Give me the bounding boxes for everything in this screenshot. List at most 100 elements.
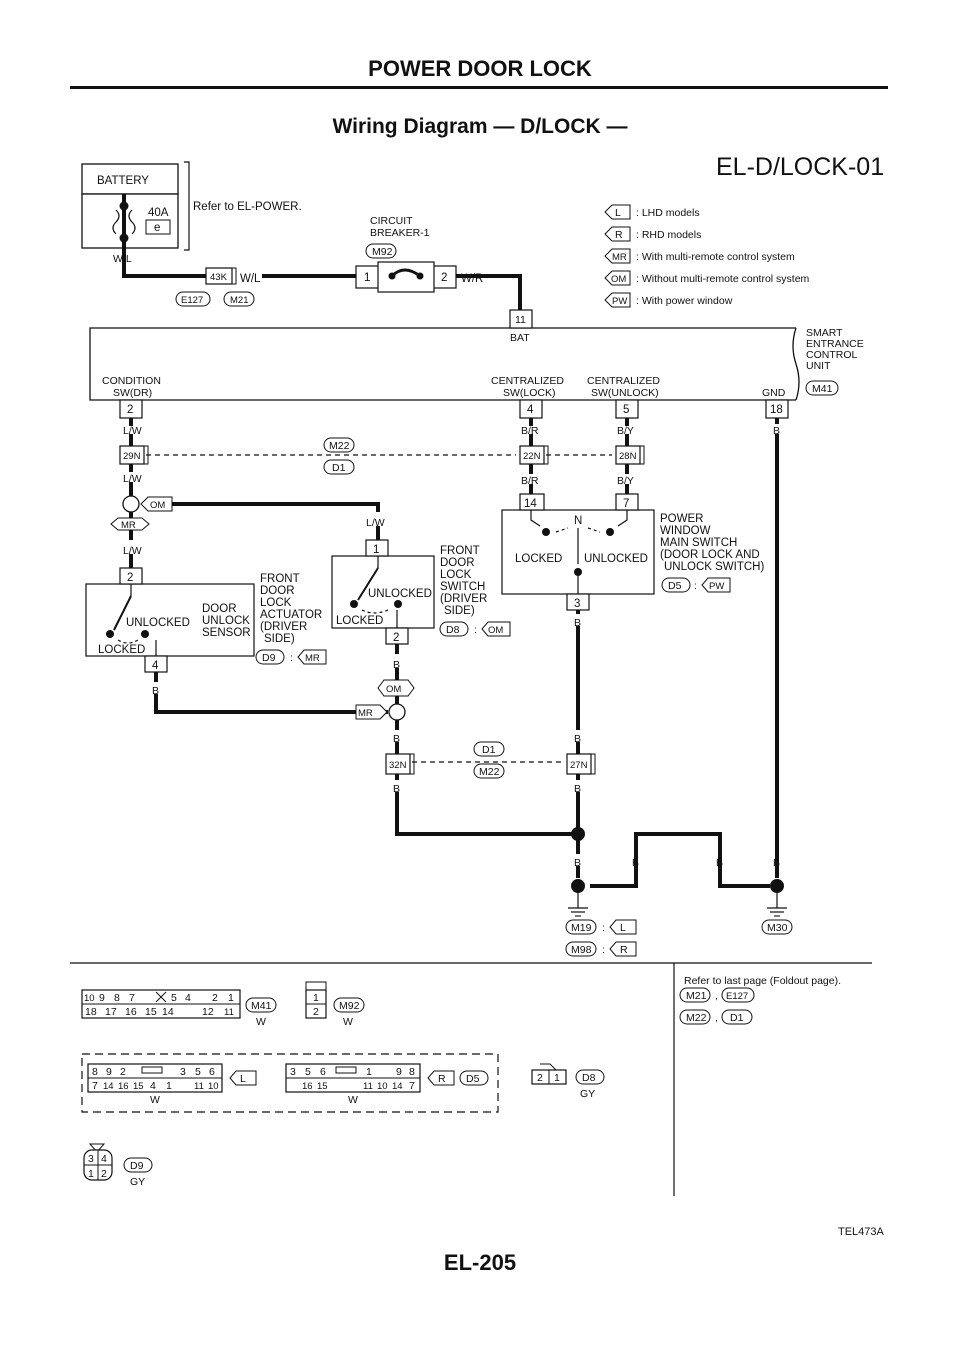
- svg-text:L/W: L/W: [123, 473, 142, 485]
- svg-text:9: 9: [106, 1066, 112, 1078]
- svg-text:L/W: L/W: [123, 545, 142, 557]
- svg-text:1: 1: [554, 1072, 560, 1084]
- svg-text:15: 15: [133, 1081, 144, 1092]
- svg-text:(DRIVER: (DRIVER: [260, 621, 307, 633]
- breaker-title-2: BREAKER-1: [370, 227, 430, 239]
- svg-text:M98: M98: [571, 944, 592, 956]
- svg-text:11: 11: [194, 1081, 204, 1092]
- cu-connector: M41: [812, 383, 833, 395]
- svg-text:UNLOCKED: UNLOCKED: [584, 553, 648, 565]
- header-rule: [70, 86, 888, 89]
- conn-27n: 27N: [570, 760, 588, 771]
- svg-text:PW: PW: [709, 581, 724, 592]
- svg-text:1: 1: [313, 992, 319, 1004]
- power-window-switch: 14 7 3 N LOCKED UNLOCKED POWER WINDOW MA…: [501, 493, 764, 611]
- svg-text:W: W: [343, 1016, 353, 1028]
- svg-text:9: 9: [396, 1066, 402, 1078]
- link-top-2: D1: [332, 462, 346, 474]
- svg-text:8: 8: [409, 1066, 415, 1078]
- svg-text:D9: D9: [130, 1160, 144, 1172]
- conn-28n: 28N: [619, 451, 637, 462]
- svg-text::: :: [474, 624, 477, 636]
- svg-text:LOCK: LOCK: [440, 569, 472, 581]
- svg-text:3: 3: [290, 1066, 296, 1078]
- svg-text:SIDE): SIDE): [264, 633, 295, 645]
- svg-text:MAIN SWITCH: MAIN SWITCH: [660, 537, 737, 549]
- svg-text:B: B: [632, 857, 639, 869]
- svg-text:2: 2: [393, 632, 399, 644]
- svg-text:: With power window: : With power window: [636, 295, 733, 307]
- wire-wr: W/R: [461, 273, 483, 285]
- bat-label: BAT: [510, 332, 530, 344]
- svg-text:B: B: [574, 733, 581, 745]
- svg-text:DOOR: DOOR: [202, 603, 237, 615]
- cu-name-4: UNIT: [806, 360, 831, 372]
- svg-text:W: W: [256, 1016, 266, 1028]
- svg-text:UNLOCKED: UNLOCKED: [126, 617, 190, 629]
- cu-name-3: CONTROL: [806, 349, 857, 361]
- m41-row1: 10 9 8 7 5 4 2 1: [84, 991, 234, 1004]
- svg-text:B/R: B/R: [521, 425, 539, 437]
- battery-block: BATTERY 40A e Refer to EL-POWER. W/L: [81, 161, 302, 276]
- svg-text:B/R: B/R: [521, 475, 539, 487]
- link-bot-1: D1: [482, 744, 496, 756]
- svg-text:B: B: [574, 617, 581, 629]
- legend-item-pw: PW : With power window: [604, 292, 733, 308]
- svg-text:E127: E127: [726, 991, 748, 1002]
- svg-text:ACTUATOR: ACTUATOR: [260, 609, 322, 621]
- svg-text:2: 2: [212, 992, 218, 1004]
- svg-text:(DRIVER: (DRIVER: [440, 593, 487, 605]
- svg-text:R: R: [620, 944, 628, 956]
- svg-text:Refer to last page (Foldout pa: Refer to last page (Foldout page).: [684, 975, 841, 987]
- svg-text:3: 3: [88, 1153, 94, 1165]
- svg-text::: :: [290, 652, 293, 664]
- unlock-pin: 5: [623, 404, 629, 416]
- svg-text::: :: [602, 944, 605, 956]
- svg-text:DOOR: DOOR: [440, 557, 475, 569]
- svg-text:L: L: [620, 922, 626, 934]
- cond-pin: 2: [127, 404, 133, 416]
- svg-text:1: 1: [166, 1080, 172, 1092]
- connector-d5-group: 8 9 2 3 5 6 7 14 16 15 4 1 11 10 L W 3 5…: [81, 1053, 499, 1113]
- om-tag-2: OM: [386, 684, 401, 695]
- svg-text:D1: D1: [730, 1012, 744, 1024]
- cond-label-1: CONDITION: [102, 375, 161, 387]
- svg-text:N: N: [574, 515, 582, 527]
- legend: L : LHD models R : RHD models MR : With …: [604, 204, 810, 308]
- variant-branch-left: OM MR: [110, 495, 173, 531]
- svg-text:GY: GY: [580, 1088, 595, 1100]
- svg-text:4: 4: [185, 992, 191, 1004]
- ground-tags: M19 : L M98 : R M30: [565, 919, 793, 957]
- connector-m41: 10 9 8 7 5 4 2 1 18 17 16 15 14 12 11 M4…: [81, 989, 277, 1028]
- wire-labels: L/W L/W L/W B/R B/R B/Y B/Y B L/W B B B …: [123, 425, 780, 869]
- svg-text:PW: PW: [612, 296, 627, 307]
- svg-text:LOCKED: LOCKED: [515, 553, 562, 565]
- svg-text:D5: D5: [668, 580, 682, 592]
- svg-text:SENSOR: SENSOR: [202, 627, 251, 639]
- svg-text:B: B: [574, 857, 581, 869]
- svg-text:16: 16: [118, 1081, 129, 1092]
- svg-text:D9: D9: [262, 652, 276, 664]
- cu-name-2: ENTRANCE: [806, 338, 864, 350]
- svg-text:UNLOCK SWITCH): UNLOCK SWITCH): [664, 561, 764, 573]
- svg-text:B: B: [773, 857, 780, 869]
- svg-text:B/Y: B/Y: [617, 475, 634, 487]
- svg-text:2: 2: [120, 1066, 126, 1078]
- svg-text:M21: M21: [686, 990, 707, 1002]
- svg-text:7: 7: [409, 1080, 415, 1092]
- svg-text:2: 2: [127, 572, 133, 584]
- mr-tag-1: MR: [121, 520, 136, 531]
- svg-text:M92: M92: [339, 1000, 360, 1012]
- inline-connectors-bottom: 32N 27N D1 M22: [385, 741, 596, 779]
- svg-text:4: 4: [152, 660, 159, 672]
- svg-text:B: B: [393, 783, 400, 795]
- svg-text:4: 4: [150, 1080, 156, 1092]
- svg-text:UNLOCK: UNLOCK: [202, 615, 250, 627]
- svg-text:: With multi-remote control sy: : With multi-remote control system: [636, 251, 795, 263]
- conn-22n: 22N: [523, 451, 541, 462]
- legend-item-mr: MR : With multi-remote control system: [604, 248, 795, 264]
- svg-text:16: 16: [302, 1081, 313, 1092]
- breaker-title-1: CIRCUIT: [370, 215, 413, 227]
- unlock-label-2: SW(UNLOCK): [591, 387, 659, 399]
- svg-text:14: 14: [392, 1081, 403, 1092]
